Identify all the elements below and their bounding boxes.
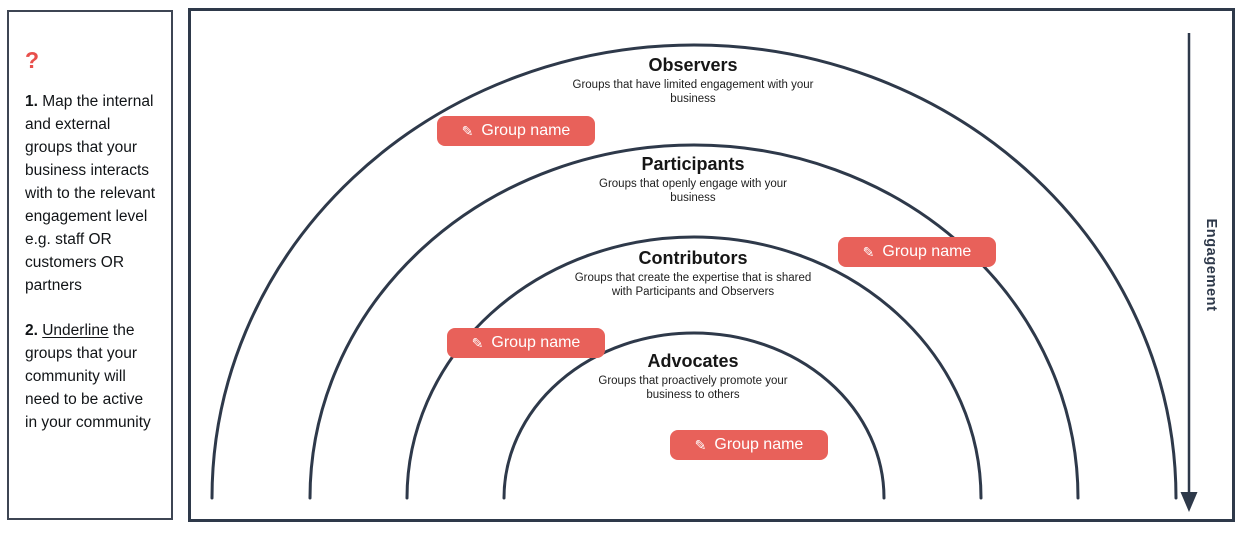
instructions-panel: ? 1. Map the internal and external group… <box>7 10 173 520</box>
pencil-icon: ✎ <box>694 437 707 453</box>
instruction-step-2: 2. Underline the groups that your commun… <box>25 319 157 434</box>
group-name-tag-advocates-left[interactable]: ✎ Group name <box>447 328 605 358</box>
group-name-tag-label: Group name <box>882 243 972 260</box>
ring-title: Contributors <box>638 248 748 268</box>
ring-label-participants: Participants Groups that openly engage w… <box>588 154 798 205</box>
engagement-diagram-canvas: Observers Groups that have limited engag… <box>188 8 1235 522</box>
ring-description: Groups that create the expertise that is… <box>574 272 812 298</box>
ring-description: Groups that proactively promote your bus… <box>598 375 788 401</box>
ring-label-observers: Observers Groups that have limited engag… <box>561 55 826 106</box>
arc-observers <box>210 43 1178 500</box>
ring-title: Advocates <box>647 351 739 371</box>
pencil-icon: ✎ <box>862 244 875 260</box>
group-name-tag-contributors[interactable]: ✎ Group name <box>838 237 996 267</box>
group-name-tag-center[interactable]: ✎ Group name <box>670 430 828 460</box>
group-name-tag-label: Group name <box>714 436 804 453</box>
ring-label-contributors: Contributors Groups that create the expe… <box>569 248 817 299</box>
ring-title: Participants <box>641 154 745 174</box>
step-2-number: 2. <box>25 322 43 339</box>
arc-participants <box>308 143 1080 500</box>
arc-advocates <box>502 331 886 500</box>
ring-label-advocates: Advocates Groups that proactively promot… <box>586 351 801 402</box>
instruction-step-1: 1. Map the internal and external groups … <box>25 90 157 297</box>
step-2-text: the groups that your community will need… <box>25 322 151 431</box>
pencil-icon: ✎ <box>471 335 484 351</box>
pencil-icon: ✎ <box>461 123 474 139</box>
group-name-tag-observers[interactable]: ✎ Group name <box>437 116 595 146</box>
group-name-tag-label: Group name <box>491 334 581 351</box>
step-1-text: Map the internal and external groups tha… <box>25 93 156 294</box>
step-1-number: 1. <box>25 93 43 110</box>
engagement-arrow <box>1180 33 1198 512</box>
concentric-arcs <box>210 33 1198 512</box>
engagement-axis-label: Engagement <box>1203 218 1219 312</box>
ring-description: Groups that openly engage with your busi… <box>599 178 787 204</box>
arc-contributors <box>405 235 983 500</box>
group-name-tag-label: Group name <box>481 122 571 139</box>
step-2-underlined-word: Underline <box>42 322 109 339</box>
ring-title: Observers <box>648 55 738 75</box>
question-icon: ? <box>25 47 40 73</box>
ring-description: Groups that have limited engagement with… <box>572 79 814 105</box>
